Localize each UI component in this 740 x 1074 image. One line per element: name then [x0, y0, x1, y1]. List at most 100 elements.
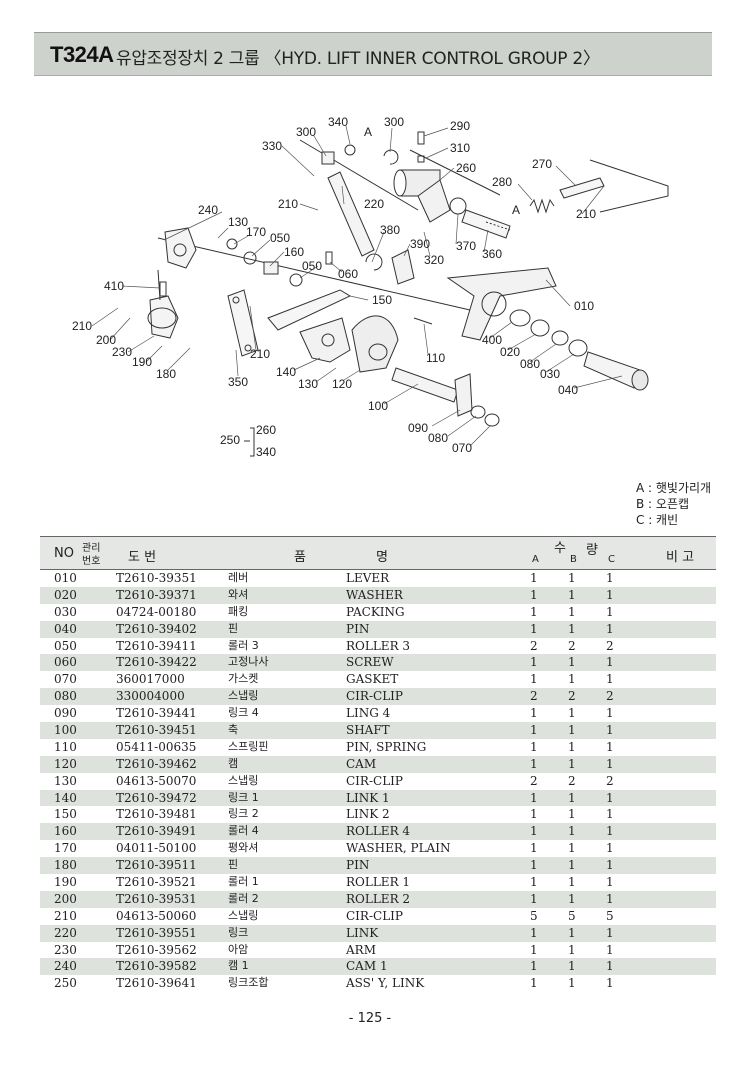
part-ref-no: 140	[54, 790, 77, 805]
qty-a: 1	[530, 706, 538, 721]
qty-c: 1	[606, 571, 614, 585]
leader-lines	[91, 125, 623, 447]
part-ref-no: 150	[54, 807, 77, 822]
qty-a: 2	[530, 689, 538, 704]
part-number: T2610-39491	[116, 824, 197, 839]
callout-170: 170	[246, 225, 266, 239]
qty-b: 1	[568, 790, 576, 805]
qty-a: 1	[530, 858, 538, 873]
part-ref-no: 070	[54, 672, 77, 687]
part-ref-no: 040	[54, 621, 77, 636]
part-ref-no: 250	[54, 976, 77, 991]
part-name-english: PIN, SPRING	[346, 739, 427, 754]
qty-b: 1	[568, 807, 576, 822]
header-pum: 품	[294, 550, 306, 565]
part-ref-no: 170	[54, 841, 77, 856]
part-name-english: CAM 1	[346, 959, 388, 974]
qty-a: 5	[530, 908, 538, 923]
exploded-parts-diagram: 330 300 340 A 300 290 310 260 270 280 A …	[72, 115, 669, 459]
part-name-korean: 롤러 3	[228, 638, 259, 652]
qty-c: 1	[606, 790, 614, 805]
qty-c: 1	[606, 672, 614, 687]
part-name-english: PACKING	[346, 604, 405, 619]
part-ref-no: 110	[54, 739, 77, 754]
part-ref-no: 010	[54, 571, 77, 585]
header-drawing-no: 도 번	[128, 550, 157, 565]
legend-b: B : 오픈캡	[636, 497, 690, 511]
qty-b: 1	[568, 925, 576, 940]
callout-080: 080	[520, 357, 540, 371]
qty-b: 1	[568, 875, 576, 890]
qty-b: 5	[568, 908, 576, 923]
part-name-english: CIR-CLIP	[346, 689, 403, 704]
qty-b: 1	[568, 587, 576, 602]
part-name-english: SHAFT	[346, 723, 390, 738]
callout-310: 310	[450, 141, 470, 155]
qty-b: 1	[568, 756, 576, 771]
callout-220: 220	[364, 197, 384, 211]
part-number: T2610-39371	[116, 587, 197, 602]
qty-b: 1	[568, 655, 576, 670]
callout-150: 150	[372, 293, 392, 307]
qty-b: 1	[568, 841, 576, 856]
part-name-korean: 핀	[228, 621, 239, 635]
qty-c: 1	[606, 858, 614, 873]
callout-410: 410	[104, 279, 124, 293]
callout-300: 300	[296, 125, 316, 139]
part-name-korean: 스냅링	[228, 773, 259, 787]
part-name-korean: 스프링핀	[228, 739, 269, 753]
qty-b: 1	[568, 571, 576, 585]
part-number: T2610-39481	[116, 807, 197, 822]
group-title: 유압조정장치 2 그룹 〈HYD. LIFT INNER CONTROL GRO…	[116, 49, 600, 69]
header-no: NO	[54, 546, 74, 561]
part-name-korean: 레버	[228, 571, 249, 584]
part-number: T2610-39411	[116, 638, 197, 653]
part-number: 04724-00180	[116, 604, 197, 619]
qty-b: 1	[568, 858, 576, 873]
callout-210: 210	[576, 207, 596, 221]
legend-a: A : 햇빛가리개	[636, 481, 712, 495]
qty-c: 1	[606, 706, 614, 721]
part-name-english: WASHER	[346, 587, 403, 602]
qty-a: 1	[530, 723, 538, 738]
part-name-korean: 롤러 2	[228, 891, 259, 905]
qty-a: 1	[530, 604, 538, 619]
part-ref-no: 180	[54, 858, 77, 873]
qty-a: 1	[530, 672, 538, 687]
callout-080: 080	[428, 431, 448, 445]
part-name-english: ASS' Y, LINK	[346, 976, 425, 991]
qty-b: 2	[568, 638, 576, 653]
part-name-english: LING 4	[346, 706, 391, 721]
part-number: T2610-39521	[116, 875, 197, 890]
qty-b: 1	[568, 976, 576, 991]
qty-c: 1	[606, 841, 614, 856]
callout-060: 060	[338, 267, 358, 281]
qty-c: 1	[606, 655, 614, 670]
part-name-korean: 가스켓	[228, 672, 259, 686]
qty-a: 1	[530, 891, 538, 906]
qty-a: 1	[530, 925, 538, 940]
part-ref-no: 120	[54, 756, 77, 771]
callout-270: 270	[532, 157, 552, 171]
part-number: T2610-39582	[116, 959, 197, 974]
callout-a: A	[364, 125, 372, 139]
part-name-korean: 캠 1	[228, 959, 249, 973]
qty-c: 1	[606, 621, 614, 636]
part-name-english: ROLLER 2	[346, 891, 411, 906]
group-code: T324A	[50, 42, 114, 67]
header-ryang: 량	[586, 543, 598, 558]
callout-130: 130	[228, 215, 248, 229]
callout-400: 400	[482, 333, 502, 347]
